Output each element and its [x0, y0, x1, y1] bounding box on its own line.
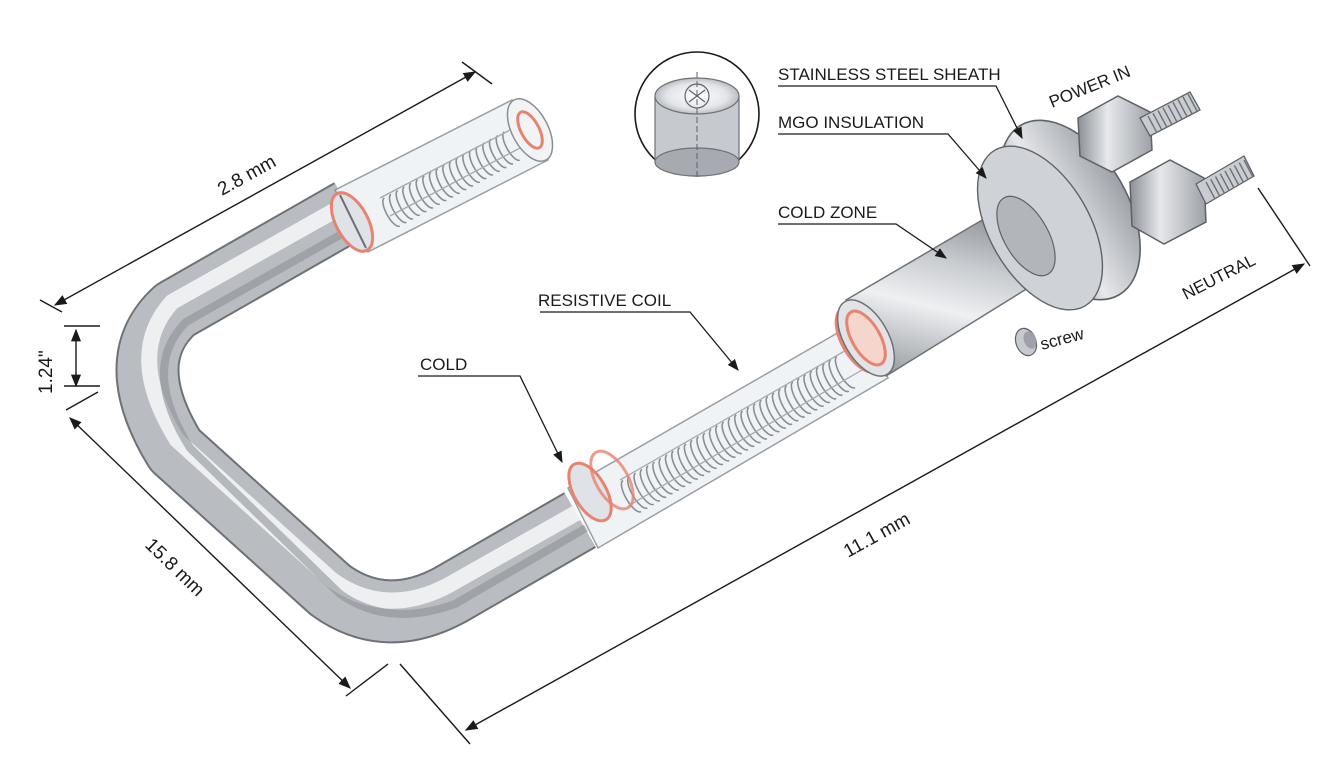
diameter-dimension: 1.24": [36, 350, 57, 394]
leader-lines: [418, 85, 1023, 464]
terminal-upper: [1077, 91, 1201, 173]
long-length-dimension: 11.1 mm: [840, 509, 914, 563]
side-length-dimension: 15.8 mm: [141, 534, 209, 600]
dimension-lines: [39, 61, 1311, 745]
screw-label: screw: [1038, 324, 1086, 354]
upper-cutaway: [329, 98, 554, 254]
mgo-insulation-label: MGO INSULATION: [778, 113, 924, 132]
cold-zone-label: COLD ZONE: [778, 203, 877, 222]
end-view-detail: [634, 51, 760, 177]
cold-label: COLD: [420, 355, 467, 374]
top-length-dimension: 2.8 mm: [214, 151, 280, 200]
resistive-coil-label: RESISTIVE COIL: [538, 291, 671, 310]
u-shaped-tube: [115, 182, 596, 644]
screw-part: [1014, 327, 1038, 357]
terminal-lower: [1129, 155, 1255, 245]
stainless-steel-sheath-label: STAINLESS STEEL SHEATH: [778, 65, 1001, 84]
